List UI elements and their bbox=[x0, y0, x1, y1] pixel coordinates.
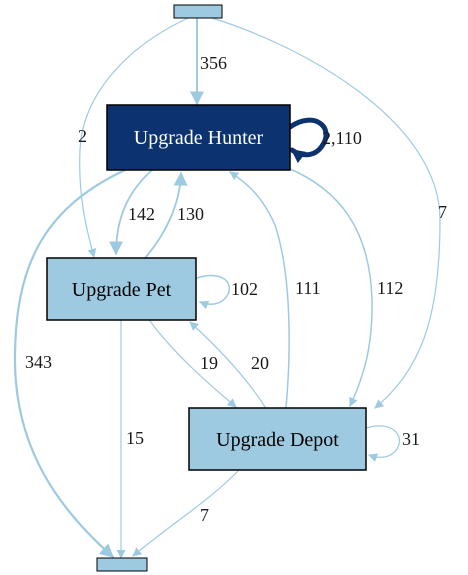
edge-label-hunter-end: 343 bbox=[25, 352, 52, 372]
edge-depot-to-end bbox=[132, 470, 239, 557]
nodes: Upgrade Hunter Upgrade Pet Upgrade Depot bbox=[46, 4, 367, 572]
edge-label-pet-self: 102 bbox=[231, 279, 258, 299]
edge-labels: 356 2 7 2,110 142 130 112 111 343 102 19… bbox=[25, 53, 447, 525]
edge-label-depot-pet: 20 bbox=[251, 353, 269, 373]
edge-label-start-pet: 2 bbox=[78, 126, 87, 146]
edge-hunter-to-pet bbox=[109, 169, 153, 256]
edge-depot-to-hunter bbox=[229, 171, 290, 409]
edge-label-depot-end: 7 bbox=[200, 505, 209, 525]
end-node-box[interactable] bbox=[96, 557, 148, 572]
upgrade-pet-box[interactable] bbox=[46, 257, 197, 321]
edge-label-pet-hunter: 130 bbox=[177, 204, 204, 224]
node-upgrade-pet[interactable]: Upgrade Pet bbox=[46, 257, 197, 321]
upgrade-pet-label: Upgrade Pet bbox=[72, 279, 172, 301]
edge-hunter-to-end bbox=[13, 168, 127, 559]
upgrade-depot-label: Upgrade Depot bbox=[216, 429, 339, 451]
edge-pet-to-depot bbox=[149, 320, 237, 408]
upgrade-hunter-label: Upgrade Hunter bbox=[134, 127, 264, 149]
edge-label-depot-self: 31 bbox=[402, 429, 420, 449]
upgrade-depot-box[interactable] bbox=[188, 407, 367, 471]
edge-label-pet-end: 15 bbox=[126, 428, 144, 448]
node-upgrade-hunter[interactable]: Upgrade Hunter bbox=[106, 104, 291, 171]
edge-hunter-self-loop bbox=[287, 117, 329, 164]
edges bbox=[13, 17, 441, 559]
edge-label-hunter-self: 2,110 bbox=[322, 128, 362, 148]
edge-hunter-to-depot bbox=[287, 167, 373, 407]
edge-start-to-pet bbox=[79, 17, 189, 258]
edge-depot-self-loop bbox=[365, 425, 400, 462]
edge-label-pet-depot: 19 bbox=[200, 353, 218, 373]
node-start[interactable] bbox=[173, 4, 223, 19]
edge-pet-self-loop bbox=[196, 274, 230, 310]
edge-pet-to-hunter bbox=[144, 171, 188, 259]
edge-label-hunter-depot: 112 bbox=[377, 278, 403, 298]
edge-label-hunter-pet: 142 bbox=[128, 204, 155, 224]
node-end[interactable] bbox=[96, 557, 148, 572]
edge-label-depot-hunter: 111 bbox=[295, 278, 321, 298]
start-node-box[interactable] bbox=[173, 4, 223, 19]
edge-depot-to-pet bbox=[189, 321, 266, 408]
node-upgrade-depot[interactable]: Upgrade Depot bbox=[188, 407, 367, 471]
upgrade-hunter-box[interactable] bbox=[106, 104, 291, 171]
edge-label-start-hunter: 356 bbox=[200, 53, 227, 73]
edge-label-start-depot: 7 bbox=[438, 202, 447, 222]
edge-start-to-depot bbox=[211, 17, 441, 409]
